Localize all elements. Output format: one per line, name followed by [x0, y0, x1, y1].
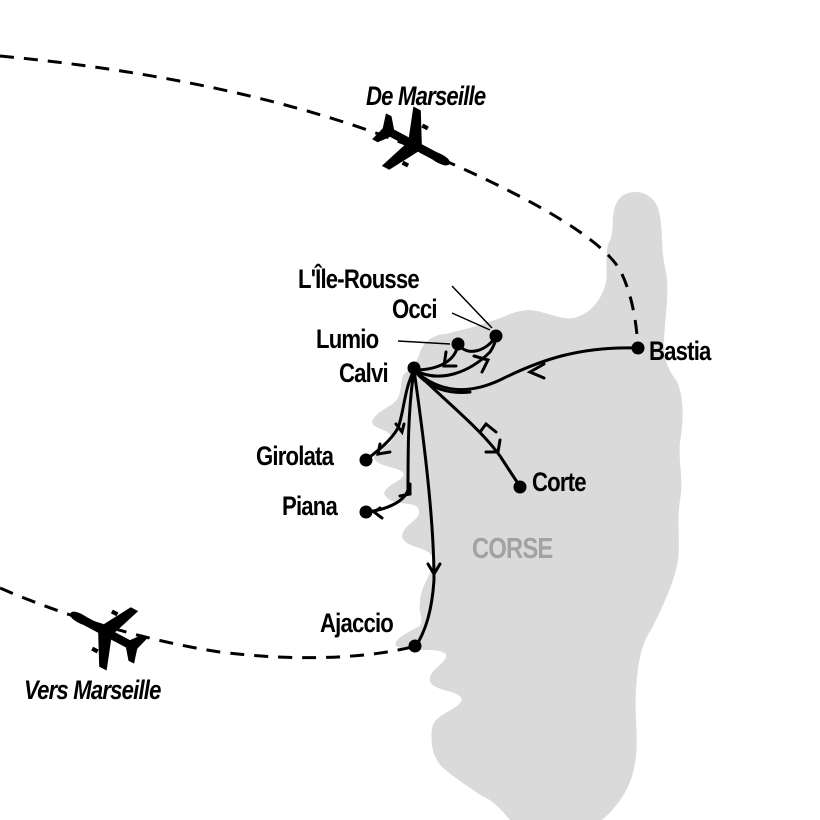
airplane-icon — [372, 106, 450, 170]
arrow-piana-b — [371, 506, 384, 520]
city-label-corte: Corte — [532, 467, 587, 497]
dot-occi — [489, 329, 503, 343]
city-label-ile-rousse: L'Île-Rousse — [298, 264, 420, 294]
city-label-calvi: Calvi — [339, 358, 389, 388]
airplane-icon — [70, 607, 148, 671]
city-dots — [359, 329, 645, 653]
dot-lumio — [451, 337, 465, 351]
flight-path-outbound — [0, 586, 417, 660]
city-label-piana: Piana — [282, 491, 338, 521]
route-bastia-calvi — [412, 346, 640, 391]
leader-ile-rousse — [451, 285, 493, 329]
city-label-lumio: Lumio — [316, 324, 379, 354]
leader-lines — [397, 285, 493, 345]
dot-piana — [359, 505, 373, 519]
route-calvi-piana — [364, 368, 416, 514]
arrow-piana-a — [398, 482, 412, 498]
dot-ajaccio — [408, 639, 422, 653]
arrow-to-calvi-from-lumio — [442, 350, 458, 368]
dot-girolata — [359, 453, 373, 467]
city-label-occi: Occi — [392, 294, 438, 324]
city-label-bastia: Bastia — [649, 336, 711, 366]
arrow-bastia-calvi — [526, 362, 546, 380]
flight-label-inbound: De Marseille — [366, 81, 486, 111]
arrow-to-occi — [472, 354, 491, 374]
route-calvi-ajaccio — [412, 368, 436, 648]
route-arrows — [371, 350, 546, 577]
region-label-corse: CORSE — [472, 533, 553, 565]
arrow-girolata-b — [376, 442, 392, 456]
arrow-corte-a — [478, 421, 498, 434]
dot-calvi — [407, 361, 421, 375]
arrow-corte-b — [484, 438, 502, 454]
calvi-fan-line — [412, 368, 472, 394]
dot-bastia — [631, 341, 645, 355]
arrow-girolata-a — [394, 422, 406, 436]
route-calvi-corte — [412, 368, 522, 488]
flight-label-outbound: Vers Marseille — [24, 675, 161, 705]
leader-occi — [451, 312, 491, 331]
city-label-ajaccio: Ajaccio — [320, 608, 394, 638]
city-label-girolata: Girolata — [256, 441, 334, 471]
leader-lumio — [397, 340, 451, 345]
dot-corte — [513, 480, 527, 494]
flight-path-inbound — [0, 54, 640, 347]
arrow-ajaccio — [426, 562, 442, 577]
